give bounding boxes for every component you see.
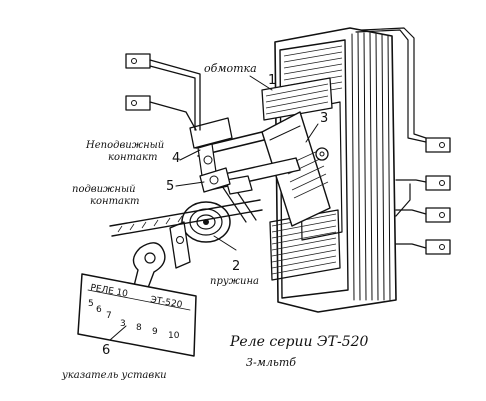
fixed-contact xyxy=(189,117,233,177)
coil-winding xyxy=(261,77,333,121)
callout-6: 6 xyxy=(102,343,110,358)
base-bar xyxy=(109,199,263,237)
spiral-spring xyxy=(169,201,231,269)
label-fixed-contact-line2: контакт xyxy=(108,152,157,163)
callout-3: 3 xyxy=(320,111,328,126)
label-moving-contact-line1: подвижный xyxy=(72,184,136,195)
leader-lines xyxy=(109,75,319,341)
callout-2: 2 xyxy=(232,259,240,274)
scale-mark-7: 7 xyxy=(106,311,112,321)
scale-mark-6: 6 xyxy=(96,305,102,315)
label-fixed-contact-line1: Неподвижный xyxy=(85,140,164,151)
scale-mark-5: 5 xyxy=(88,299,94,309)
label-setting-pointer: указатель уставки xyxy=(61,370,167,381)
left-terminals xyxy=(125,53,201,131)
caption-line2: 3-мльтб xyxy=(246,356,296,369)
callout-5: 5 xyxy=(166,179,174,194)
scale-mark-3: 3 xyxy=(120,319,126,329)
right-terminals xyxy=(355,27,451,255)
callout-4: 4 xyxy=(172,151,180,166)
callout-1: 1 xyxy=(268,73,276,88)
moving-contact xyxy=(199,167,231,193)
label-moving-contact-line2: контакт xyxy=(90,196,139,207)
scale-plate xyxy=(77,273,197,357)
label-winding: обмотка xyxy=(204,62,257,75)
scale-mark-10: 10 xyxy=(168,331,180,341)
scale-mark-9: 9 xyxy=(152,327,158,337)
caption-line1: Реле серии ЭТ-520 xyxy=(229,334,369,350)
label-spring: пружина xyxy=(210,276,259,287)
scale-mark-8: 8 xyxy=(136,323,142,333)
